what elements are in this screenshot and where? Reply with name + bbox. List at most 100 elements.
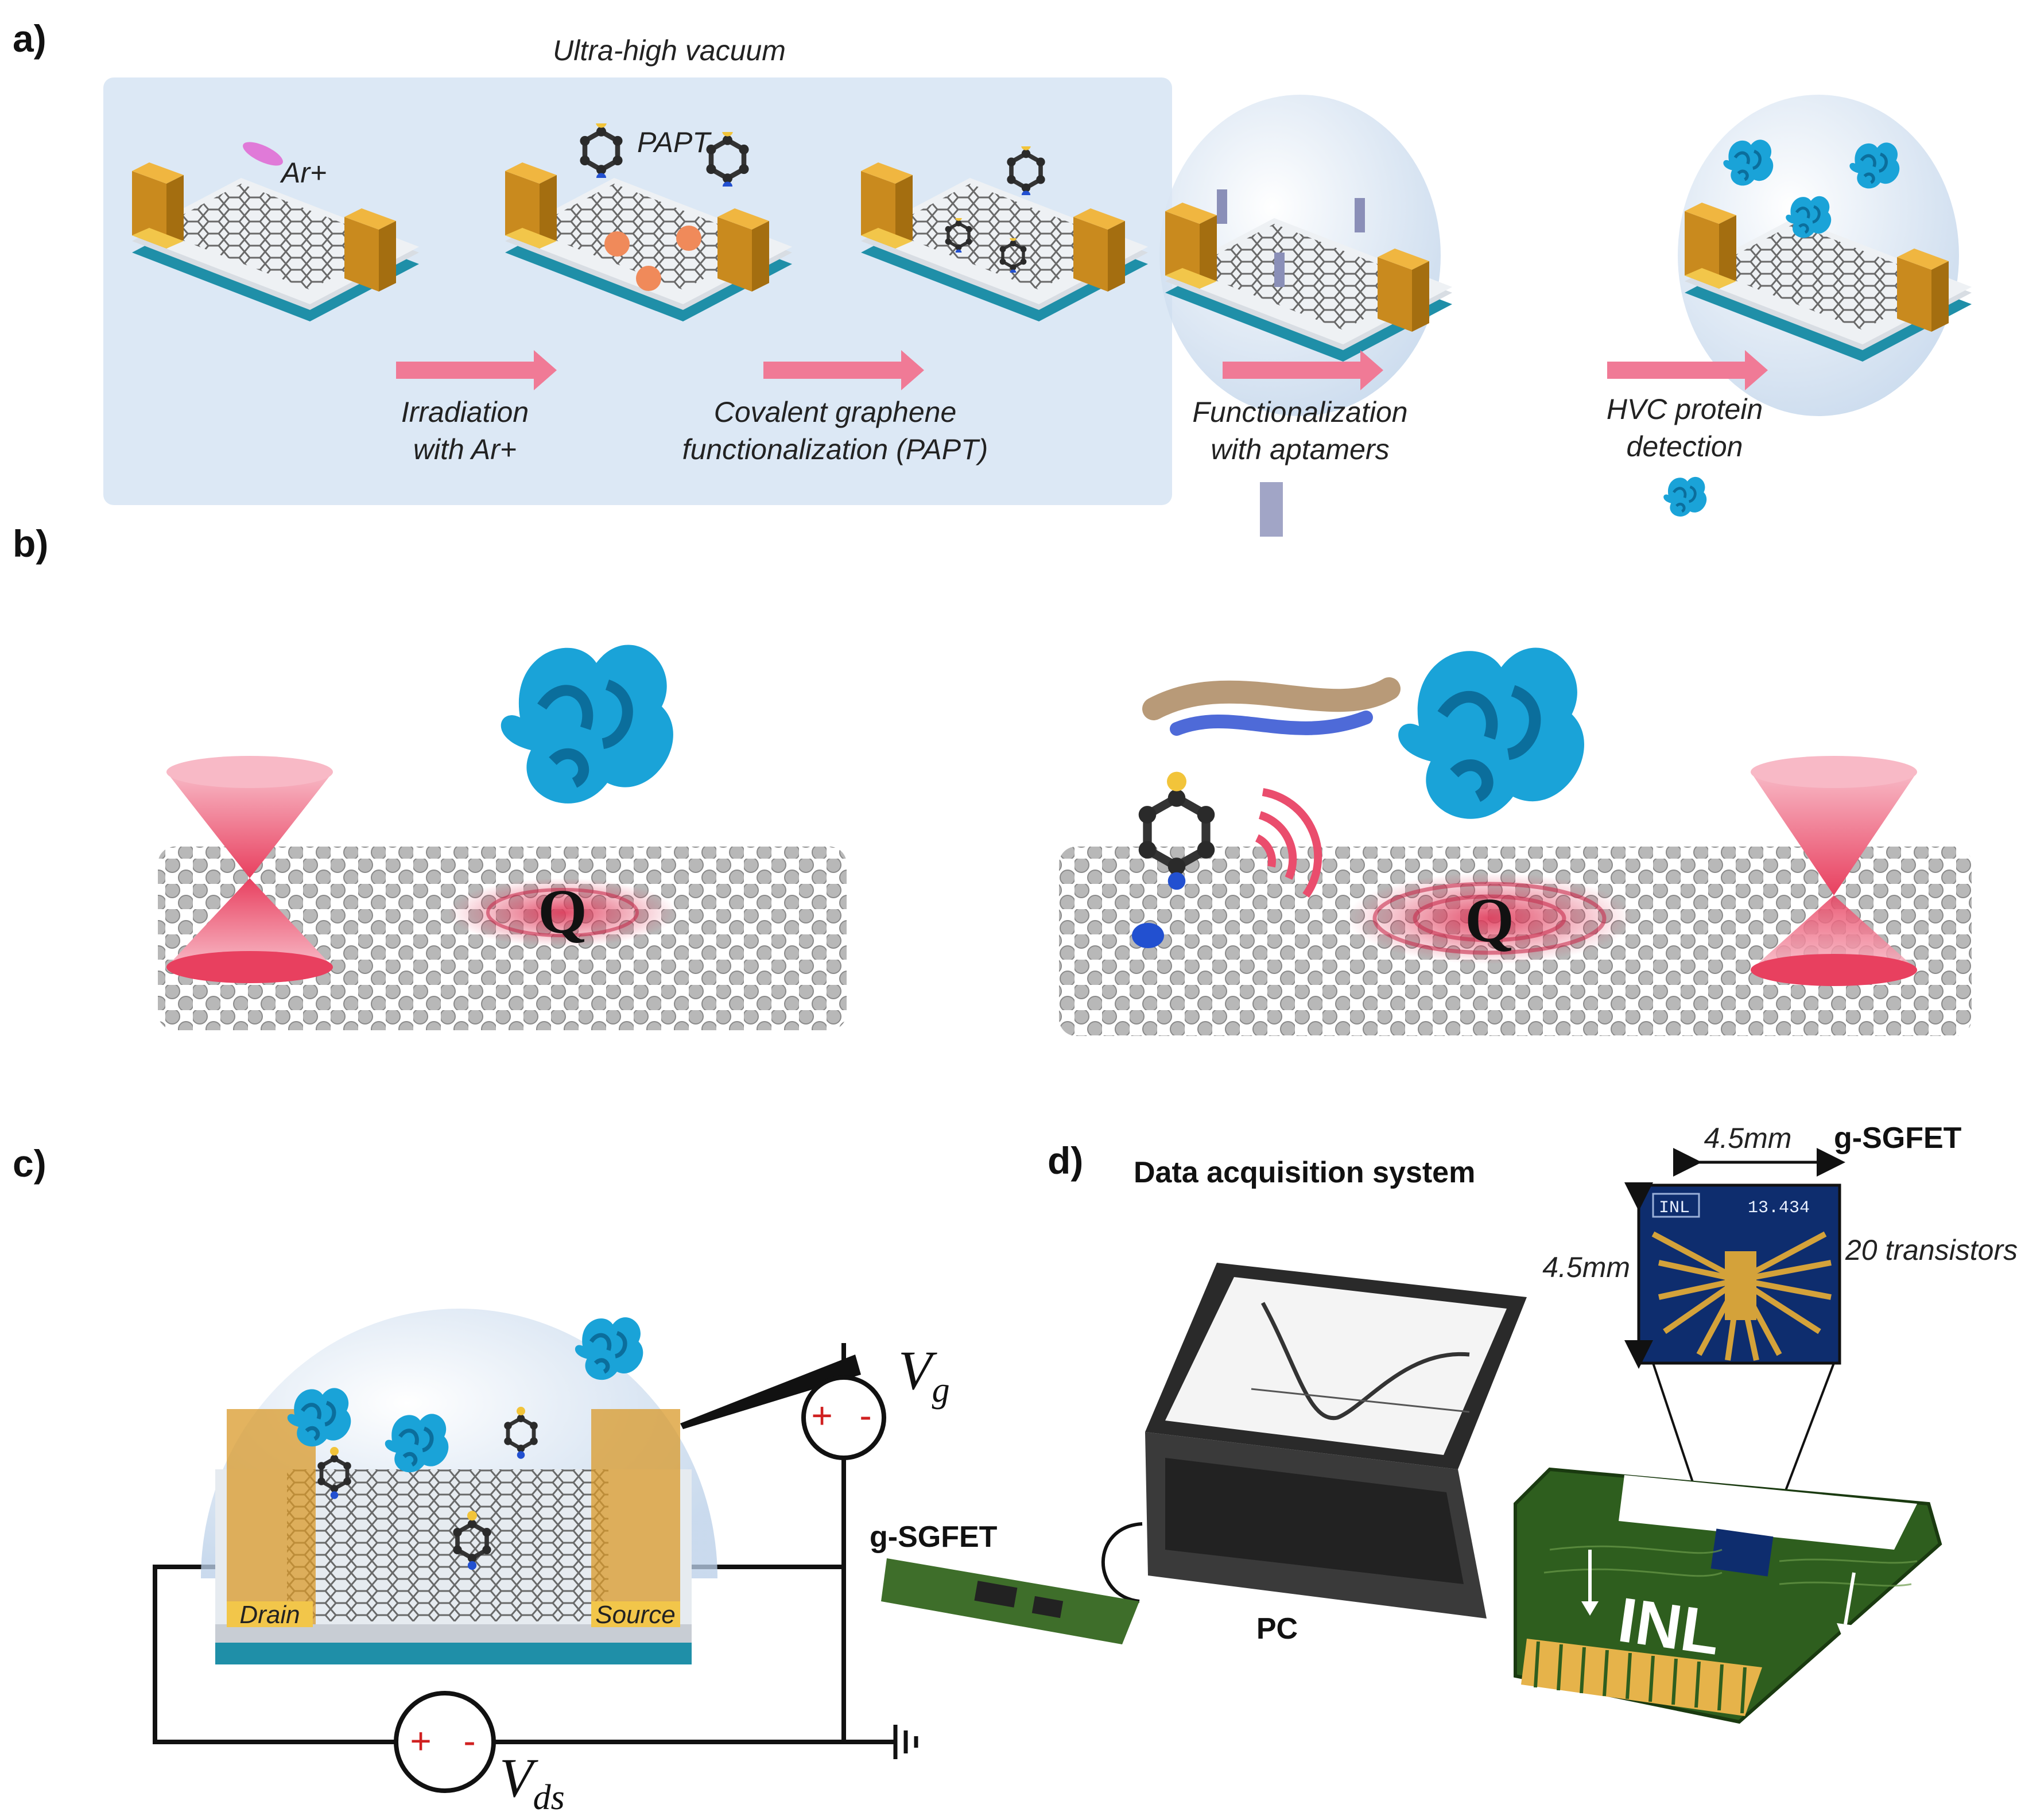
protein-icon [1398, 648, 1584, 819]
drain-electrode [227, 1409, 316, 1624]
board-chip [974, 1581, 1018, 1608]
aptamer-icon [1217, 189, 1227, 224]
vg-source [801, 1375, 886, 1460]
substrate [215, 1642, 692, 1664]
dirac-cone-top [1751, 772, 1917, 895]
dirac-cone-rim [1751, 954, 1917, 986]
source-electrode [591, 1409, 680, 1624]
defect-icon [636, 266, 661, 291]
step1-line1: Irradiation [401, 396, 529, 428]
protein-icon [501, 645, 673, 804]
chip-brand-box [1652, 1193, 1700, 1218]
defect-icon [676, 226, 701, 251]
panel-c: c) Drain Source [13, 1142, 950, 1817]
nitrogen-atom [1132, 923, 1164, 948]
vds-source [394, 1691, 496, 1793]
charge-q-left: Q [538, 876, 587, 946]
ground-icon [893, 1725, 918, 1759]
graphene-channel [287, 1469, 608, 1621]
oxide-layer [215, 1624, 692, 1643]
vds-minus: - [463, 1720, 475, 1761]
chip-zoom [1637, 1183, 1841, 1365]
panel-b: b) Q Q [13, 522, 1972, 1036]
pcb-arrow-icon [1581, 1601, 1599, 1616]
step1-line2: with Ar+ [413, 433, 517, 465]
pcb-finger-gaps [1534, 1641, 1747, 1714]
dirac-cone-rim [1751, 756, 1917, 788]
panel-a: a) Ultra-high vacuum Ar+ PAPT [13, 17, 1972, 537]
panel-d-label: d) [1048, 1139, 1083, 1182]
daq-title: Data acquisition system [1134, 1156, 1475, 1189]
charge-ring [1372, 882, 1607, 955]
step2-line1: Covalent graphene [714, 396, 957, 428]
protein-icon [1663, 477, 1706, 517]
panel-b-label: b) [13, 522, 48, 565]
dirac-cone-top [166, 772, 333, 878]
plot-axis [1251, 1388, 1470, 1413]
board-label: g-SGFET [870, 1520, 998, 1554]
panel-c-label: c) [13, 1142, 46, 1185]
vds-label: Vds [499, 1747, 565, 1817]
charge-field [448, 878, 677, 947]
board-chip [1031, 1596, 1064, 1619]
papt-label: PAPT [637, 126, 712, 158]
aptamer-icon [1274, 253, 1285, 287]
pcb-traces [1543, 1545, 1918, 1587]
charge-ring [486, 888, 639, 937]
step4-line1: HVC protein [1607, 393, 1763, 425]
step-arrows [396, 350, 1768, 390]
drain-label-bg [227, 1601, 313, 1627]
signal-wave-icon [1258, 811, 1297, 880]
charge-q-right: Q [1465, 885, 1514, 955]
pcb-gold-fingers [1521, 1639, 1762, 1716]
defect-icon [604, 231, 630, 257]
pcb-arrow-icon [1844, 1572, 1856, 1625]
laptop-keyboard [1165, 1458, 1464, 1584]
dirac-cone-bottom [166, 878, 333, 967]
chip-center-pad [1725, 1251, 1756, 1320]
drain-label: Drain [239, 1601, 300, 1629]
pc-label: PC [1256, 1612, 1298, 1646]
signal-wave-icon [1262, 788, 1322, 898]
laptop-screen [1165, 1277, 1507, 1455]
charge-ring [1413, 894, 1566, 942]
step3-line1: Functionalization [1192, 396, 1407, 428]
aptamer-icon [1260, 482, 1283, 537]
vacuum-title: Ultra-high vacuum [553, 34, 786, 67]
pcb-arrow-icon [1837, 1623, 1854, 1640]
signal-wave-icon [1255, 834, 1276, 868]
step3-line2: with aptamers [1211, 433, 1389, 465]
gate-probe [680, 1355, 861, 1429]
chip-height: 4.5mm [1542, 1251, 1630, 1283]
dirac-cone-rim [166, 756, 333, 788]
vg-minus: - [859, 1395, 871, 1436]
vds-plus: + [410, 1720, 431, 1761]
transistor-count: 20 transistors [1845, 1234, 2018, 1266]
source-label-bg [591, 1601, 680, 1627]
ar-ion-icon [243, 142, 283, 166]
source-label: Source [595, 1601, 675, 1629]
step4-line2: detection [1627, 430, 1743, 463]
chip-code: 13.434 [1748, 1198, 1810, 1218]
vg-label: Vg [898, 1340, 950, 1410]
charge-field [1346, 872, 1633, 964]
chip-width: 4.5mm [1704, 1122, 1792, 1154]
transfer-curve [1260, 1302, 1470, 1421]
chip-title: g-SGFET [1834, 1122, 1962, 1155]
aptamer-icon [1355, 198, 1365, 232]
dirac-cone-rim [166, 951, 333, 983]
chip-brand: INL [1659, 1198, 1690, 1218]
pcb-label-area [1619, 1475, 1917, 1550]
panel-d: d) Data acquisition system PC g-SGFET IN… [870, 1122, 2018, 1724]
aptamer-bases [1170, 711, 1373, 736]
step2-line2: functionalization (PAPT) [682, 433, 988, 465]
usb-cable [1101, 1522, 1143, 1603]
pcb-chip [1710, 1528, 1774, 1577]
vg-plus: + [811, 1395, 832, 1436]
panel-a-label: a) [13, 17, 46, 60]
aptamer-icon [1142, 677, 1401, 720]
ar-ion-label: Ar+ [280, 157, 327, 189]
pcb-brand: INL [1614, 1584, 1725, 1668]
dirac-cone-bottom [1751, 895, 1917, 970]
